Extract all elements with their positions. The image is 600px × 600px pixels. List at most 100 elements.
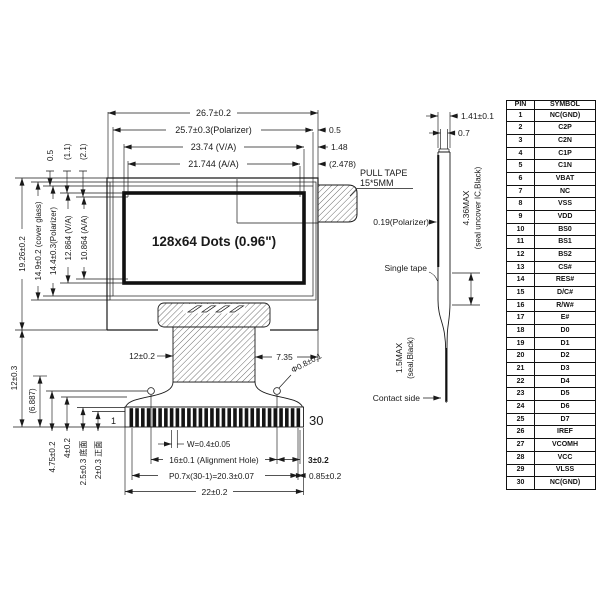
pin-number: 17 [506, 311, 535, 326]
pin-symbol: CS# [534, 260, 596, 275]
pull-tape-label: PULL TAPE [360, 168, 407, 178]
pin-row: 1 NC(GND) [506, 108, 596, 123]
dim-contact-width: 22±0.2 [202, 487, 228, 497]
pin-number: 9 [506, 210, 535, 224]
tail-neck [172, 326, 256, 383]
pin-row: 13 CS# [506, 260, 596, 275]
pin-row: 20 D2 [506, 349, 596, 364]
dim-aa-width: 21.744 (A/A) [188, 159, 239, 169]
pin-row: 22 D4 [506, 374, 596, 389]
pin-symbol: BS0 [534, 222, 596, 237]
pin-symbol: D0 [534, 324, 596, 338]
pin-row: 25 D7 [506, 412, 596, 427]
pin-symbol: D6 [534, 400, 596, 414]
dim-overall-width: 26.7±0.2 [196, 108, 231, 118]
pin-number: 26 [506, 425, 535, 440]
pin-symbol: D2 [534, 349, 596, 364]
pin-symbol: VCOMH [534, 438, 596, 452]
pin-symbol: D1 [534, 336, 596, 351]
dim-polarizer-thickness: 0.19(Polarizer) [373, 217, 429, 227]
pin-symbol: BS1 [534, 235, 596, 250]
dim-aa-height: 10.864 (A/A) [80, 215, 89, 260]
pin-row: 2 C2P [506, 121, 596, 136]
dim-thickness-glass: 0.7 [458, 128, 470, 138]
pin-number: 4 [506, 146, 535, 161]
dim-neck-width: 12±0.2 [129, 351, 155, 361]
pin-row: 12 BS2 [506, 248, 596, 262]
pin-number: 25 [506, 412, 535, 427]
pin-symbol: R/W# [534, 298, 596, 313]
dim-475: 4.75±0.2 [48, 441, 57, 473]
pin-number: 22 [506, 374, 535, 389]
pin-row: 26 IREF [506, 425, 596, 440]
dim-3: 3±0.2 [308, 455, 329, 465]
pin-symbol: NC(GND) [534, 108, 596, 123]
single-tape-label: Single tape [384, 263, 427, 273]
alignment-hole-right [273, 387, 281, 395]
pin-row: 6 VBAT [506, 172, 596, 186]
pin-symbol: RES# [534, 273, 596, 288]
pin-table: PIN SYMBOL 1 NC(GND) 2 C2P 3 C2N 4 C1P 5… [506, 100, 596, 490]
pin-row: 3 C2N [506, 134, 596, 148]
pin-symbol: C2P [534, 121, 596, 136]
pin-row: 23 D5 [506, 387, 596, 402]
pin-number: 13 [506, 260, 535, 275]
pin-number: 3 [506, 134, 535, 148]
pin-symbol: C2N [534, 134, 596, 148]
pin-symbol: C1N [534, 159, 596, 174]
pin-number: 11 [506, 235, 535, 250]
pin-number: 7 [506, 184, 535, 199]
pin1-numeral: 1 [111, 416, 116, 426]
pin-number: 1 [506, 108, 535, 123]
dim-top-21: (2.1) [79, 143, 88, 160]
pin-number: 8 [506, 197, 535, 212]
module-outline [106, 177, 319, 330]
pin-row: 18 D0 [506, 324, 596, 338]
pin-row: 30 NC(GND) [506, 476, 596, 490]
pin-number: 23 [506, 387, 535, 402]
pin-symbol: D3 [534, 362, 596, 376]
pin-number: 16 [506, 298, 535, 313]
pin-row: 14 RES# [506, 273, 596, 288]
dim-va-width: 23.74 (V/A) [191, 142, 237, 152]
front-dimension-labels: 26.7±0.2 25.7±0.3(Polarizer) 23.74 (V/A)… [17, 108, 356, 286]
pin-number: 30 [506, 476, 535, 490]
dim-glass-height: 14.9±0.2 (cover glass) [34, 201, 43, 280]
pin-symbol: C1P [534, 146, 596, 161]
pin-number: 27 [506, 438, 535, 452]
dim-085: 0.85±0.2 [309, 471, 342, 481]
pin-row: 15 D/C# [506, 286, 596, 300]
pin-number: 10 [506, 222, 535, 237]
pin-row: 8 VSS [506, 197, 596, 212]
pull-tape-hidden-outline [236, 179, 318, 224]
pin-symbol: BS2 [534, 248, 596, 262]
pin-number: 14 [506, 273, 535, 288]
pin-number: 24 [506, 400, 535, 414]
dim-right-148: 1.48 [331, 142, 348, 152]
pin-number: 2 [506, 121, 535, 136]
dim-4: 4±0.2 [63, 437, 72, 458]
dim-top-11: (1.1) [63, 143, 72, 160]
pin-row: 24 D6 [506, 400, 596, 414]
dim-right-2478: (2.478) [329, 159, 356, 169]
pin-symbol: D5 [534, 387, 596, 402]
pin-symbol: D/C# [534, 286, 596, 300]
tail-dimension-labels: 12±0.2 7.35 12±0.3 (6.887) 4.75±0.2 4±0.… [10, 351, 342, 497]
pin-row: 5 C1N [506, 159, 596, 174]
pin-symbol: VLSS [534, 463, 596, 478]
pin-symbol: D7 [534, 412, 596, 427]
pin-number: 19 [506, 336, 535, 351]
dim-seal-max-note: (seal uncover IC,Black) [474, 166, 483, 249]
dim-neck-offset: 7.35 [276, 352, 293, 362]
pin-symbol: E# [534, 311, 596, 326]
pin-number: 28 [506, 450, 535, 465]
side-profile [437, 151, 451, 403]
dim-2-front-face: 2±0.3 正面 [94, 441, 103, 479]
pin30-numeral: 30 [309, 413, 323, 428]
dim-seal-black: 1.5MAX [394, 343, 404, 374]
pin-number: 15 [506, 286, 535, 300]
pin-row: 11 BS1 [506, 235, 596, 250]
pin-table-header-row: PIN SYMBOL [506, 100, 596, 110]
pin-symbol: VDD [534, 210, 596, 224]
